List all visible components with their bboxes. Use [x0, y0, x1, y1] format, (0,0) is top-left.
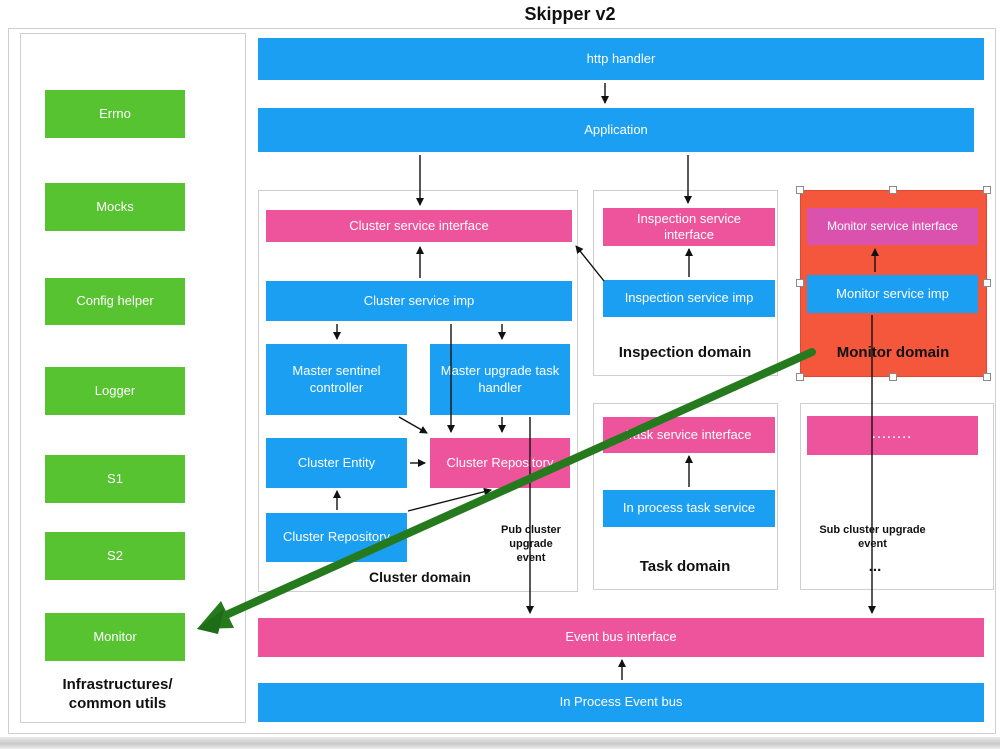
http-handler-bar[interactable]: http handler [258, 38, 984, 80]
selection-handle-n[interactable] [889, 186, 897, 194]
sidebar-item-label: S1 [107, 470, 123, 486]
event-bus-interface-bar[interactable]: Event bus interface [258, 618, 984, 657]
cluster-repository-label: Cluster Repository [283, 529, 390, 545]
sidebar-item-monitor[interactable]: Monitor [45, 613, 185, 661]
monitor-service-imp-label: Monitor service imp [836, 285, 949, 301]
sidebar-item-label: S2 [107, 547, 123, 563]
monitor-domain-label: Monitor domain [836, 344, 950, 361]
application-bar[interactable]: Application [258, 108, 974, 152]
selection-handle-nw[interactable] [796, 186, 804, 194]
sidebar-caption-line2: common utils [68, 694, 167, 712]
sub-event-line2: event [858, 537, 887, 550]
cluster-service-interface-label: Cluster service interface [349, 217, 489, 233]
selection-handle-se[interactable] [983, 373, 991, 381]
cluster-domain-label: Cluster domain [369, 569, 471, 585]
cluster-repository-interface-box[interactable]: Cluster Repository [430, 438, 570, 488]
cluster-service-interface-box[interactable]: Cluster service interface [266, 210, 572, 242]
sidebar-item-label: Monitor [93, 628, 137, 644]
misc-service-interface-label: ........ [872, 428, 913, 441]
inspection-service-imp-box[interactable]: Inspection service imp [603, 280, 775, 317]
in-process-event-bus-bar[interactable]: In Process Event bus [258, 683, 984, 722]
master-sentinel-controller-box[interactable]: Master sentinel controller [266, 344, 407, 415]
diagram-title: Skipper v2 [524, 4, 616, 24]
sidebar-item-label: Logger [94, 382, 136, 398]
pub-cluster-upgrade-event-annotation: Pub cluster upgrade event [481, 524, 581, 565]
cluster-service-imp-box[interactable]: Cluster service imp [266, 281, 572, 321]
sidebar-item-config-helper[interactable]: Config helper [45, 278, 185, 325]
sidebar-caption-line1: Infrastructures/ [62, 676, 173, 693]
monitor-service-interface-label: Monitor service interface [827, 219, 958, 233]
cluster-entity-box[interactable]: Cluster Entity [266, 438, 407, 488]
sub-cluster-upgrade-event-annotation: Sub cluster upgrade event [815, 524, 930, 552]
sidebar-item-logger[interactable]: Logger [45, 367, 185, 415]
task-domain-label: Task domain [639, 558, 731, 575]
cluster-repository-box[interactable]: Cluster Repository [266, 513, 407, 562]
window-bottom-edge [0, 737, 1000, 749]
in-process-task-service-label: In process task service [622, 500, 756, 516]
misc-service-interface-box[interactable]: ........ [807, 416, 978, 455]
selection-handle-s[interactable] [889, 373, 897, 381]
cluster-service-imp-label: Cluster service imp [363, 292, 475, 308]
sidebar-item-label: Errno [99, 105, 131, 121]
sidebar-item-s2[interactable]: S2 [45, 532, 185, 580]
pub-event-line2: event [516, 551, 546, 564]
master-sentinel-controller-label: Master sentinel controller [292, 363, 381, 395]
selection-handle-sw[interactable] [796, 373, 804, 381]
event-bus-interface-label: Event bus interface [565, 629, 677, 645]
selection-handle-e[interactable] [983, 279, 991, 287]
inspection-service-interface-label: Inspection service interface [636, 210, 742, 242]
task-service-interface-box[interactable]: Task service interface [603, 417, 775, 453]
cluster-entity-label: Cluster Entity [297, 454, 376, 470]
inspection-service-imp-label: Inspection service imp [624, 290, 754, 306]
selection-handle-w[interactable] [796, 279, 804, 287]
misc-domain-ellipsis: ... [868, 558, 882, 575]
in-process-task-service-box[interactable]: In process task service [603, 490, 775, 527]
sidebar-item-label: Mocks [96, 198, 134, 214]
inspection-domain-label: Inspection domain [618, 344, 752, 361]
inspection-service-interface-box[interactable]: Inspection service interface [603, 208, 775, 246]
sub-event-line1: Sub cluster upgrade [819, 524, 926, 536]
master-upgrade-task-handler-box[interactable]: Master upgrade task handler [430, 344, 570, 415]
pub-event-line1: Pub cluster upgrade [501, 524, 561, 550]
monitor-service-interface-box[interactable]: Monitor service interface [807, 208, 978, 245]
sidebar-item-s1[interactable]: S1 [45, 455, 185, 503]
in-process-event-bus-label: In Process Event bus [559, 694, 683, 710]
sidebar-item-errno[interactable]: Errno [45, 90, 185, 138]
selection-handle-ne[interactable] [983, 186, 991, 194]
cluster-repository-interface-label: Cluster Repository [446, 454, 554, 470]
application-label: Application [584, 121, 648, 137]
sidebar-item-mocks[interactable]: Mocks [45, 183, 185, 231]
master-upgrade-task-handler-label: Master upgrade task handler [440, 363, 560, 395]
http-handler-label: http handler [586, 50, 656, 66]
monitor-service-imp-box[interactable]: Monitor service imp [807, 275, 978, 313]
sidebar-caption: Infrastructures/ common utils [30, 676, 205, 714]
sidebar-item-label: Config helper [76, 293, 154, 309]
task-service-interface-label: Task service interface [626, 426, 752, 442]
